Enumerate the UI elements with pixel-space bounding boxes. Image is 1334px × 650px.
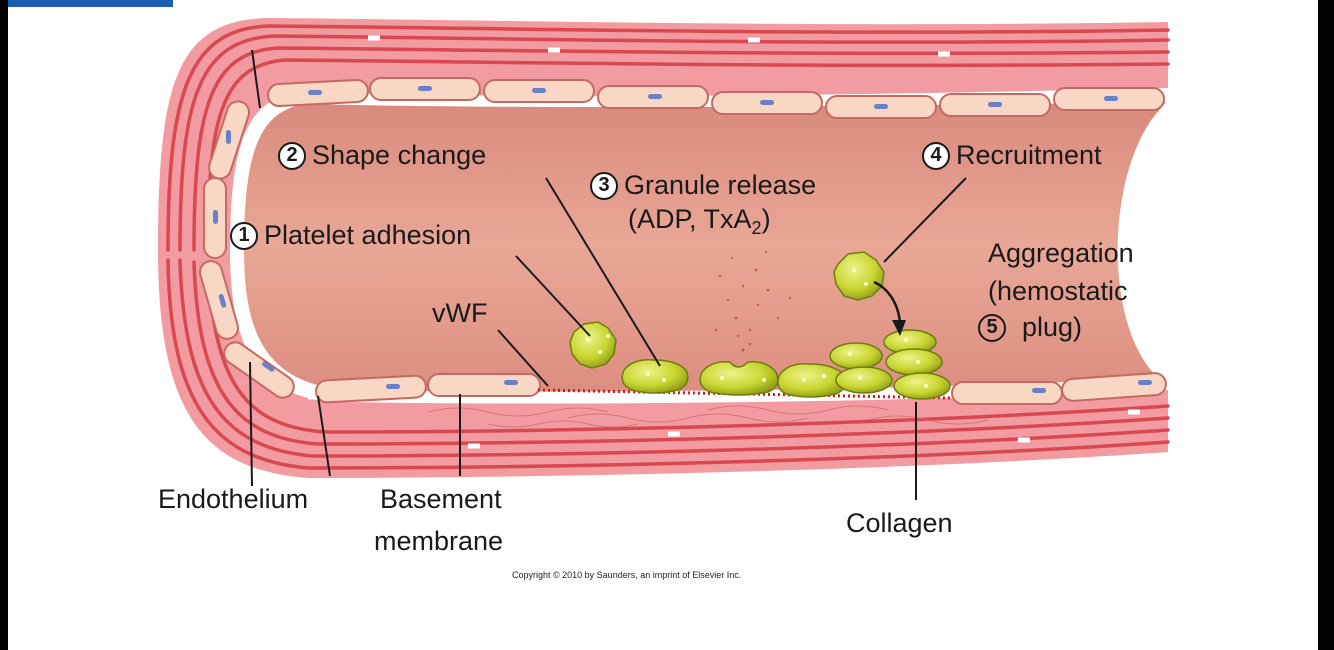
endothelium-bottom-nuclei <box>386 380 1152 393</box>
copyright-notice: Copyright © 2010 by Saunders, an imprint… <box>512 570 742 580</box>
wall-stripes <box>166 24 1170 470</box>
step-3-number: 3 <box>590 171 618 200</box>
vessel-cut-end <box>1126 100 1318 380</box>
step-2-text: Shape change <box>312 140 487 170</box>
label-granule-contents: (ADP, TxA2) <box>628 204 771 238</box>
step-3-line2-prefix: (ADP, TxA <box>628 204 752 234</box>
step-3-line2-sub: 2 <box>751 218 762 238</box>
label-collagen: Collagen <box>846 508 953 538</box>
step-4-text: Recruitment <box>956 140 1102 170</box>
vessel-lumen <box>244 102 1168 392</box>
vwf-dotted-line <box>537 388 953 400</box>
platelet-granules <box>586 268 928 388</box>
label-platelet-adhesion: 1 Platelet adhesion <box>230 220 471 251</box>
step-3-line2-suffix: ) <box>761 204 771 234</box>
platelets <box>569 251 951 400</box>
label-shape-change: 2 Shape change <box>278 140 486 171</box>
label-vwf: vWF <box>432 298 488 328</box>
step-5-line3: plug) <box>1022 312 1083 342</box>
label-membrane: membrane <box>374 526 504 556</box>
endothelium-bottom <box>315 372 1167 405</box>
endothelium-top <box>267 77 1165 119</box>
label-recruitment: 4 Recruitment <box>922 140 1102 171</box>
step-1-text: Platelet adhesion <box>264 220 472 250</box>
diagram-frame: 2 Shape change 1 Platelet adhesion 3 Gra… <box>8 0 1318 650</box>
wall-stripe-gaps <box>368 35 1140 449</box>
platelet-stack-1 <box>829 342 883 370</box>
platelet-stack-5 <box>893 372 951 400</box>
label-aggregation: Aggregation <box>988 238 1134 268</box>
step-5-number: 5 <box>978 313 1006 342</box>
granule-release-particles <box>714 250 792 352</box>
platelet-recruited <box>833 251 885 301</box>
label-hemostatic: (hemostatic <box>988 276 1128 306</box>
label-endothelium: Endothelium <box>158 484 309 514</box>
step-2-number: 2 <box>278 141 306 170</box>
label-basement: Basement <box>380 484 502 514</box>
step-3-line1: Granule release <box>624 170 817 200</box>
endothelium-top-nuclei <box>308 86 1118 109</box>
platelet-adhering <box>569 321 617 369</box>
platelet-degranulating <box>699 360 779 396</box>
leader-lines <box>249 49 967 500</box>
platelet-shape-change <box>621 358 689 394</box>
endothelium-left <box>199 100 295 399</box>
step-1-number: 1 <box>230 221 258 250</box>
vessel-illustration <box>158 18 1318 500</box>
label-plug: 5 plug) <box>978 312 1082 343</box>
recruitment-arrowhead <box>892 320 906 336</box>
collagen-fibers <box>427 405 989 428</box>
label-granule-release: 3 Granule release <box>590 170 816 201</box>
platelet-stack-4 <box>885 348 943 376</box>
endothelium-left-nuclei <box>213 130 275 372</box>
accent-bar <box>8 0 173 7</box>
platelet-stack-3 <box>835 366 893 394</box>
step-4-number: 4 <box>922 141 950 170</box>
